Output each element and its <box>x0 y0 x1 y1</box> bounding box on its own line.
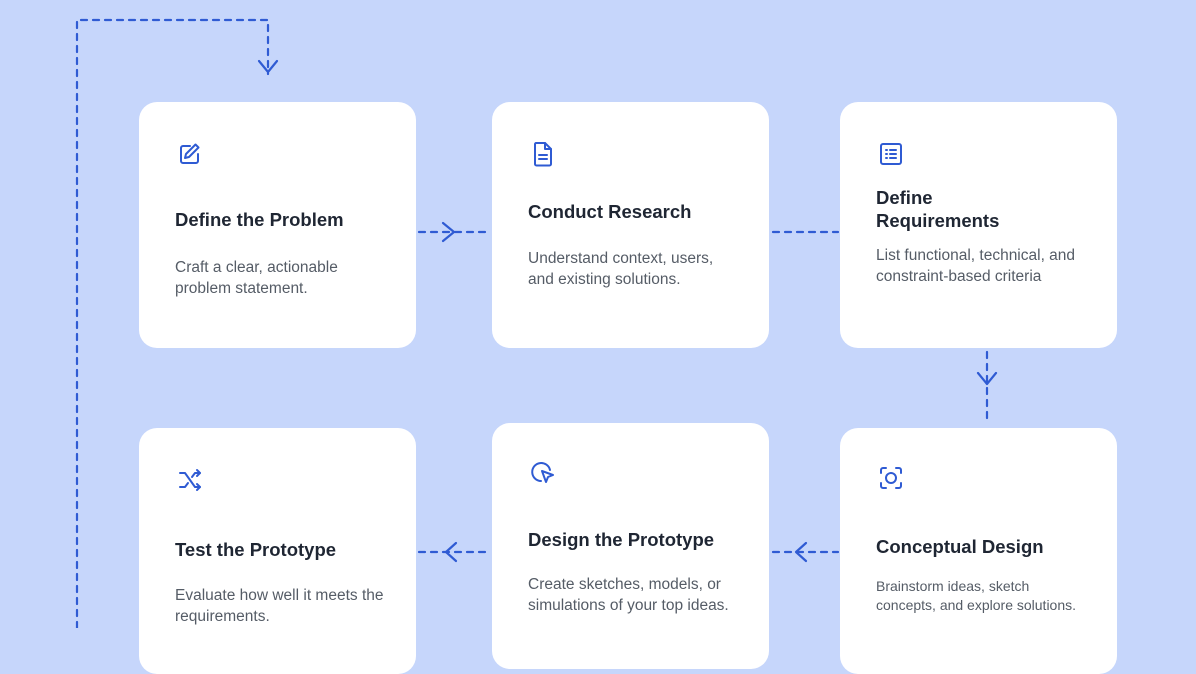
step-title: Conduct Research <box>528 201 692 222</box>
step-card-define-problem: Define the Problem Craft a clear, action… <box>139 102 416 348</box>
arrowhead-requirements-to-conceptual <box>976 371 998 386</box>
list-icon <box>876 139 906 169</box>
step-card-conceptual-design: Conceptual Design Brainstorm ideas, sket… <box>840 428 1117 674</box>
arrowhead-problem-to-research <box>441 221 456 243</box>
arrowhead-prototype-to-test <box>444 541 458 563</box>
edit-icon <box>175 139 205 169</box>
flow-connectors <box>75 18 998 628</box>
focus-icon <box>876 463 906 493</box>
shuffle-icon <box>175 465 205 495</box>
step-card-test-prototype: Test the Prototype Evaluate how well it … <box>139 428 416 674</box>
step-title: Test the Prototype <box>175 539 337 560</box>
step-description: Brainstorm ideas, sketch concepts, and e… <box>876 578 1077 613</box>
step-description: Evaluate how well it meets the requireme… <box>175 587 384 625</box>
arrowhead-conceptual-to-prototype <box>794 541 808 563</box>
step-title: Design the Prototype <box>528 529 715 550</box>
step-title: Define Requirements <box>876 187 1000 231</box>
step-card-design-prototype: Design the Prototype Create sketches, mo… <box>492 423 769 669</box>
loop-back-connector <box>75 18 270 628</box>
step-card-define-requirements: Define Requirements List functional, tec… <box>840 102 1117 348</box>
step-card-conduct-research: Conduct Research Understand context, use… <box>492 102 769 348</box>
step-description: List functional, technical, and constrai… <box>876 247 1076 285</box>
step-description: Create sketches, models, or simulations … <box>528 576 729 614</box>
step-description: Craft a clear, actionable problem statem… <box>175 259 338 297</box>
document-icon <box>528 139 558 169</box>
step-title: Conceptual Design <box>876 536 1044 557</box>
step-description: Understand context, users, and existing … <box>528 250 714 288</box>
step-title: Define the Problem <box>175 209 344 230</box>
cursor-icon <box>528 458 558 488</box>
loop-back-arrowhead <box>257 59 279 74</box>
